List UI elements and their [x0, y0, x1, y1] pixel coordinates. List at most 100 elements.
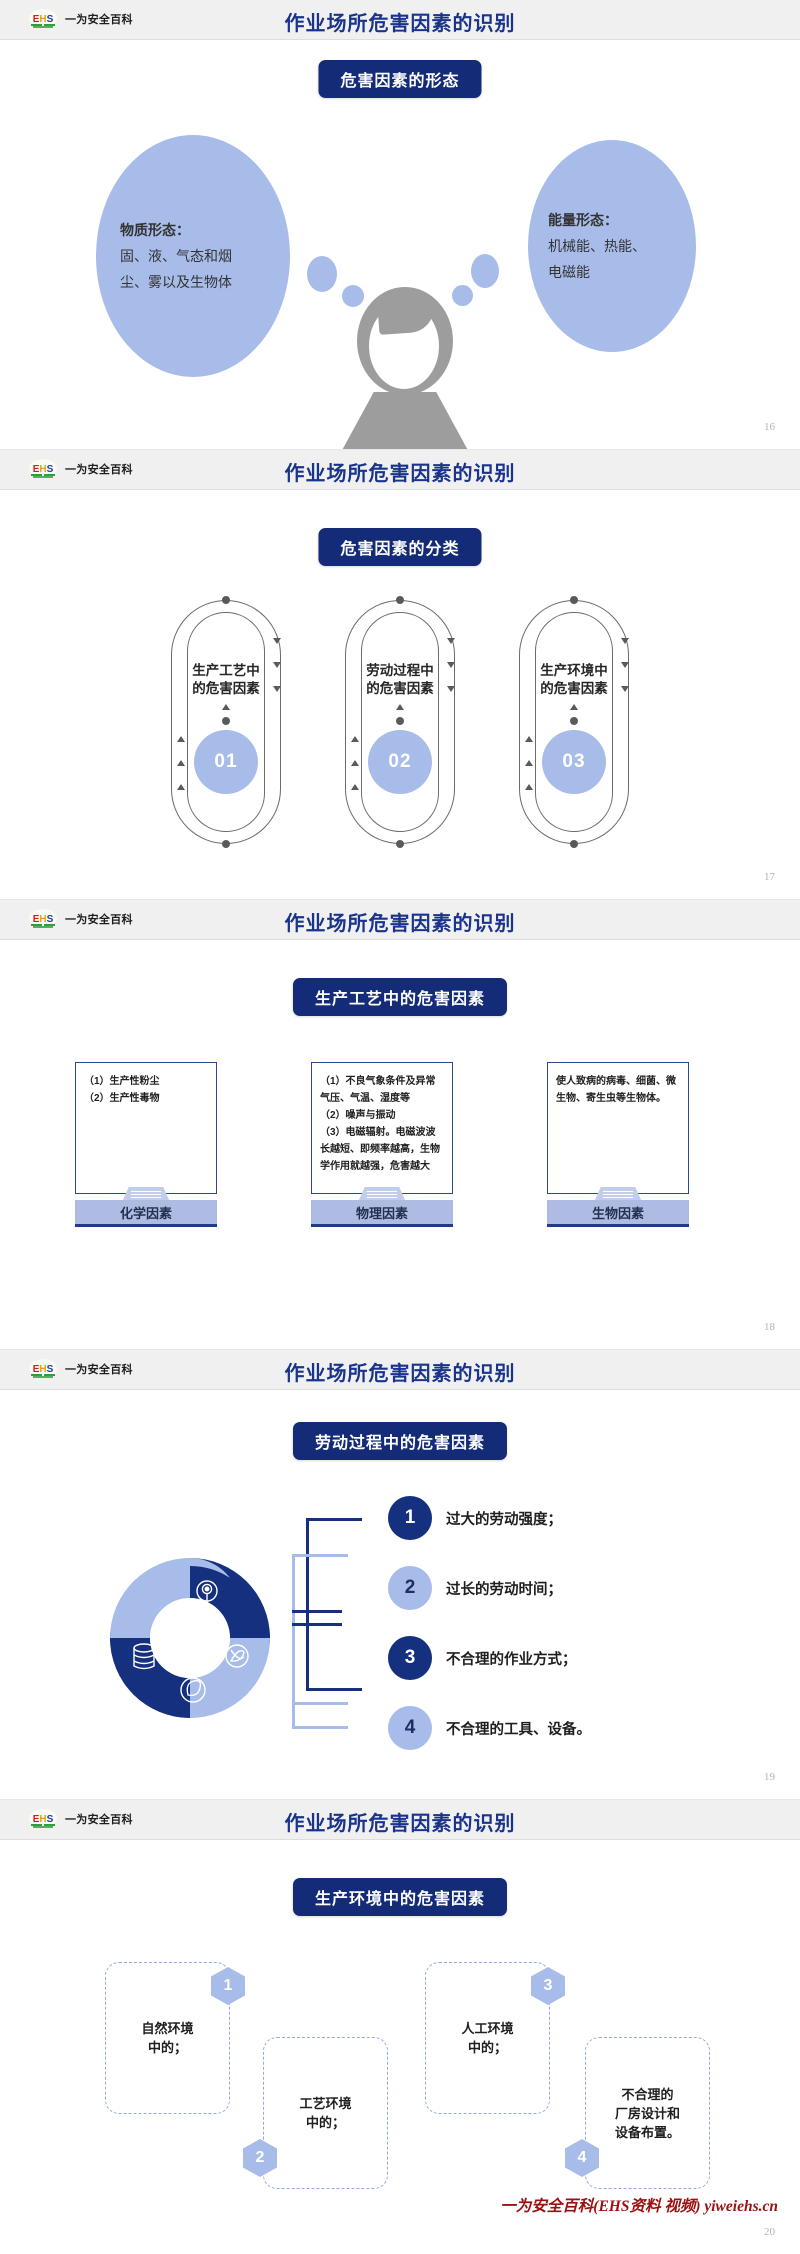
brand-name: 一为安全百科 — [65, 914, 133, 926]
arrow-up-a-3 — [525, 736, 533, 742]
logo-letter-h: H — [39, 463, 47, 475]
slide-header-bar — [0, 900, 800, 940]
group-label-1-line1: 生产工艺中 — [192, 663, 260, 678]
logo-letter-s: S — [46, 913, 54, 925]
factor-card-biological-body: 使人致病的病毒、细菌、微生物、寄生虫等生物体。 — [556, 1076, 676, 1104]
arrow-down-c-1 — [273, 686, 281, 692]
logo-letter-e: E — [32, 13, 40, 25]
factor-card-chemical: （1）生产性粉尘 （2）生产性毒物 — [75, 1062, 217, 1194]
hazard-badge-2: 2 — [388, 1566, 432, 1610]
group-number-3: 03 — [542, 730, 606, 794]
logo-letter-e: E — [32, 1813, 40, 1825]
brand-name: 一为安全百科 — [65, 1814, 133, 1826]
ring-knob-mid-1 — [222, 717, 230, 725]
arrow-up-3 — [570, 704, 578, 710]
bubble-right-line-2: 电磁能 — [548, 264, 590, 280]
bracket-light-stem-lower — [292, 1702, 348, 1705]
bracket-dark-mid-a — [292, 1610, 342, 1613]
group-number-2: 02 — [368, 730, 432, 794]
ring-knob-mid-3 — [570, 717, 578, 725]
logo-letter-s: S — [46, 1813, 54, 1825]
ring-knob-bottom-3 — [570, 840, 578, 848]
classification-group-1: 01 生产工艺中 的危害因素 — [155, 596, 297, 848]
page-title: 作业场所危害因素的识别 — [284, 463, 516, 485]
bracket-dark-top-arm — [306, 1518, 362, 1521]
bracket-light-stem — [292, 1615, 295, 1727]
header-divider — [0, 939, 800, 940]
folder-tab-physical — [358, 1187, 406, 1202]
logo-letter-e: E — [32, 1363, 40, 1375]
brand-logo: EHS 一为安全百科 — [26, 8, 133, 30]
header-divider — [0, 39, 800, 40]
page-number: 20 — [764, 2226, 775, 2238]
env-hex-1: 1 — [211, 1967, 245, 2005]
factor-card-chemical-body: （1）生产性粉尘 （2）生产性毒物 — [84, 1076, 160, 1104]
bracket-dark-vertical — [306, 1518, 309, 1690]
logo-letter-h: H — [39, 913, 47, 925]
env-hex-3: 3 — [531, 1967, 565, 2005]
env-box-4-line1: 不合理的 — [621, 2086, 674, 2102]
logo-letter-h: H — [39, 1363, 47, 1375]
bubble-dot-right-large — [471, 254, 499, 288]
arrow-down-b-1 — [273, 662, 281, 668]
bubble-dot-left-large — [307, 256, 337, 292]
hazard-item-1: 1 过大的劳动强度； — [388, 1496, 562, 1540]
env-box-2-line2: 中的； — [305, 2115, 345, 2130]
ring-knob-bottom-2 — [396, 840, 404, 848]
bubble-dot-left-small — [342, 285, 364, 307]
slide-header-bar — [0, 0, 800, 40]
ehs-logo-icon: EHS — [26, 8, 60, 30]
brand-name: 一为安全百科 — [65, 14, 133, 26]
env-box-4: 不合理的 厂房设计和 设备布置。 — [585, 2037, 710, 2189]
env-box-1-line1: 自然环境 — [141, 2021, 194, 2036]
slide-2: EHS 一为安全百科 作业场所危害因素的识别 危害因素的分类 01 生产工艺中 — [0, 450, 800, 900]
arrow-down-a-2 — [447, 638, 455, 644]
factor-card-chemical-footer: 化学因素 — [75, 1200, 217, 1227]
page-title: 作业场所危害因素的识别 — [284, 1813, 516, 1835]
group-label-1-line2: 的危害因素 — [192, 681, 260, 696]
thought-bubble-left: 物质形态： 固、液、气态和烟 尘、雾以及生物体 — [96, 135, 290, 377]
arrow-down-c-3 — [621, 686, 629, 692]
bubble-right-line-1: 机械能、热能、 — [548, 238, 646, 254]
group-label-2-line2: 的危害因素 — [366, 681, 434, 696]
factor-card-biological: 使人致病的病毒、细菌、微生物、寄生虫等生物体。 — [547, 1062, 689, 1194]
arrow-up-c-3 — [525, 784, 533, 790]
env-box-1: 自然环境 中的； — [105, 1962, 230, 2114]
env-box-2: 工艺环境 中的； — [263, 2037, 388, 2189]
brand-logo: EHS 一为安全百科 — [26, 908, 133, 930]
folder-tab-biological — [594, 1187, 642, 1202]
page-number: 18 — [764, 1321, 775, 1333]
slide-header-bar — [0, 1800, 800, 1840]
arrow-up-2 — [396, 704, 404, 710]
hazard-item-4: 4 不合理的工具、设备。 — [388, 1706, 591, 1750]
logo-letter-e: E — [32, 463, 40, 475]
brand-name: 一为安全百科 — [65, 1364, 133, 1376]
group-label-1: 生产工艺中 的危害因素 — [166, 662, 286, 698]
factor-card-physical-footer: 物理因素 — [311, 1200, 453, 1227]
hazard-text-4: 不合理的工具、设备。 — [446, 1721, 591, 1738]
page-number: 17 — [764, 871, 775, 883]
ehs-logo-icon: EHS — [26, 1358, 60, 1380]
arrow-down-b-3 — [621, 662, 629, 668]
hazard-text-3: 不合理的作业方式； — [446, 1651, 577, 1668]
section-pill: 生产工艺中的危害因素 — [292, 978, 508, 1016]
env-box-1-line2: 中的； — [147, 2040, 187, 2055]
section-pill: 劳动过程中的危害因素 — [292, 1422, 508, 1460]
group-label-3-line1: 生产环境中 — [540, 663, 608, 678]
watermark-text: 一为安全百科(EHS资料 视频) yiweiehs.cn — [500, 2198, 778, 2215]
ring-knob-top-1 — [222, 596, 230, 604]
logo-letter-s: S — [46, 13, 54, 25]
group-label-2: 劳动过程中 的危害因素 — [340, 662, 460, 698]
hazard-badge-1: 1 — [388, 1496, 432, 1540]
bracket-light-top-arm — [292, 1554, 348, 1557]
header-divider — [0, 1389, 800, 1390]
page-title: 作业场所危害因素的识别 — [284, 1363, 516, 1385]
group-label-3-line2: 的危害因素 — [540, 681, 608, 696]
logo-letter-s: S — [46, 1363, 54, 1375]
inner-ring-1 — [187, 612, 265, 832]
page-number: 16 — [764, 421, 775, 433]
hazard-badge-4: 4 — [388, 1706, 432, 1750]
slide-1: EHS 一为安全百科 作业场所危害因素的识别 危害因素的形态 物质形态： 固、液… — [0, 0, 800, 450]
folder-tab-chemical — [122, 1187, 170, 1202]
